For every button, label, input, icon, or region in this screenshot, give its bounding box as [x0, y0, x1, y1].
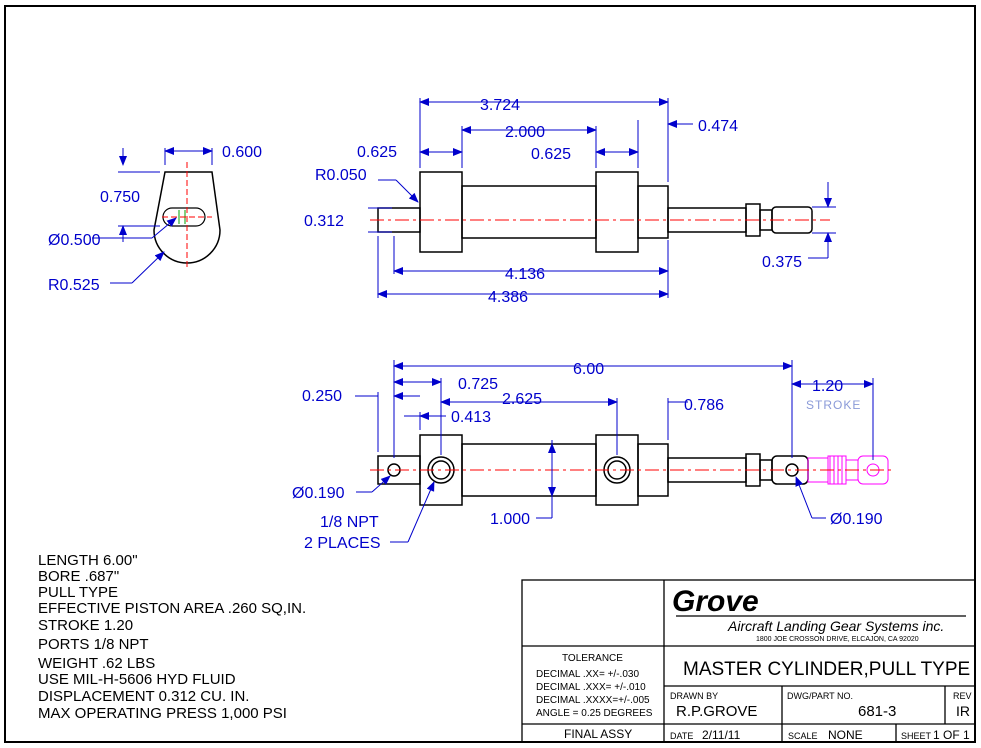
dim-3724: 3.724 — [480, 97, 520, 114]
spec-note-piston-area: EFFECTIVE PISTON AREA .260 SQ,IN. — [38, 600, 307, 617]
top-view-left-cap — [419, 171, 463, 253]
top-view-gland — [637, 185, 669, 239]
rev-value: IR — [956, 703, 970, 719]
drawn-by-value: R.P.GROVE — [676, 703, 757, 720]
dim-0725: 0.725 — [458, 376, 498, 393]
sheet-label: SHEET — [901, 731, 932, 741]
dim-0375: 0.375 — [762, 254, 802, 271]
top-view — [377, 171, 813, 253]
scale-label: SCALE — [788, 731, 818, 741]
final-assy-label: FINAL ASSY — [564, 727, 632, 741]
rev-label: REV — [953, 691, 972, 701]
spec-note-displacement: DISPLACEMENT 0.312 CU. IN. — [38, 688, 250, 705]
spec-note-weight: WEIGHT .62 LBS — [38, 655, 156, 672]
tolerance-angle: ANGLE = 0.25 DEGREES — [536, 708, 653, 719]
top-view-barrel — [461, 185, 597, 239]
dim-0625-left: 0.625 — [357, 144, 397, 161]
drawing-border — [4, 5, 976, 743]
scale-value: NONE — [828, 728, 863, 742]
spec-note-length: LENGTH 6.00" — [38, 552, 138, 569]
dim-dia0190-left: Ø0.190 — [292, 485, 345, 502]
date-label: DATE — [670, 731, 693, 741]
top-view-dimensions — [368, 98, 836, 298]
drawn-by-label: DRAWN BY — [670, 691, 718, 701]
tolerance-xxx: DECIMAL .XXX= +/-.010 — [536, 682, 646, 693]
dim-0413: 0.413 — [451, 409, 491, 426]
sheet-value: 1 OF 1 — [933, 728, 970, 742]
dim-r0525: R0.525 — [48, 277, 100, 294]
dim-0474: 0.474 — [698, 118, 738, 135]
end-view — [153, 162, 221, 270]
dwg-number-value: 681-3 — [858, 703, 896, 720]
dim-0750: 0.750 — [100, 189, 140, 206]
company-full-name: Aircraft Landing Gear Systems inc. — [727, 618, 944, 634]
dim-1000: 1.000 — [490, 511, 530, 528]
npt-note-line1: 1/8 NPT — [320, 514, 379, 531]
side-view — [377, 434, 809, 506]
dim-0625-right: 0.625 — [531, 146, 571, 163]
npt-note-line2: 2 PLACES — [304, 535, 380, 552]
spec-note-ports: PORTS 1/8 NPT — [38, 636, 149, 653]
spec-note-type: PULL TYPE — [38, 584, 119, 601]
dim-0250: 0.250 — [302, 388, 342, 405]
dim-120: 1.20 — [812, 378, 843, 395]
end-view-dimensions — [92, 147, 213, 284]
end-view-eye-outline — [153, 171, 221, 264]
company-address: 1800 JOE CROSSON DRIVE, ELCAJON, CA 9202… — [756, 636, 919, 643]
top-view-right-cap — [595, 171, 639, 253]
tolerance-xx: DECIMAL .XX= +/-.030 — [536, 669, 639, 680]
dim-dia0500: Ø0.500 — [48, 232, 101, 249]
dim-2625: 2.625 — [502, 391, 542, 408]
dim-0312: 0.312 — [304, 213, 344, 230]
dwg-number-label: DWG/PART NO. — [787, 691, 853, 701]
date-value: 2/11/11 — [702, 728, 741, 742]
dim-dia0190-right: Ø0.190 — [830, 511, 883, 528]
dim-0600: 0.600 — [222, 144, 262, 161]
dim-0786: 0.786 — [684, 397, 724, 414]
side-view-dimensions — [355, 360, 874, 543]
company-logo-text: Grove — [672, 585, 759, 618]
dim-4136: 4.136 — [505, 266, 545, 283]
spec-note-pressure: MAX OPERATING PRESS 1,000 PSI — [38, 705, 287, 722]
tolerance-header: TOLERANCE — [562, 653, 623, 664]
stroke-label: STROKE — [806, 398, 861, 412]
spec-note-fluid: USE MIL-H-5606 HYD FLUID — [38, 671, 236, 688]
dim-4386: 4.386 — [488, 289, 528, 306]
dim-2000: 2.000 — [505, 124, 545, 141]
title-block — [521, 579, 976, 743]
spec-note-stroke: STROKE 1.20 — [38, 617, 134, 634]
dim-600: 6.00 — [573, 361, 604, 378]
dim-r0050: R0.050 — [315, 167, 367, 184]
tolerance-xxxx: DECIMAL .XXXX=+/-.005 — [536, 695, 650, 706]
spec-note-bore: BORE .687" — [38, 568, 120, 585]
drawing-title: MASTER CYLINDER,PULL TYPE — [683, 659, 970, 680]
